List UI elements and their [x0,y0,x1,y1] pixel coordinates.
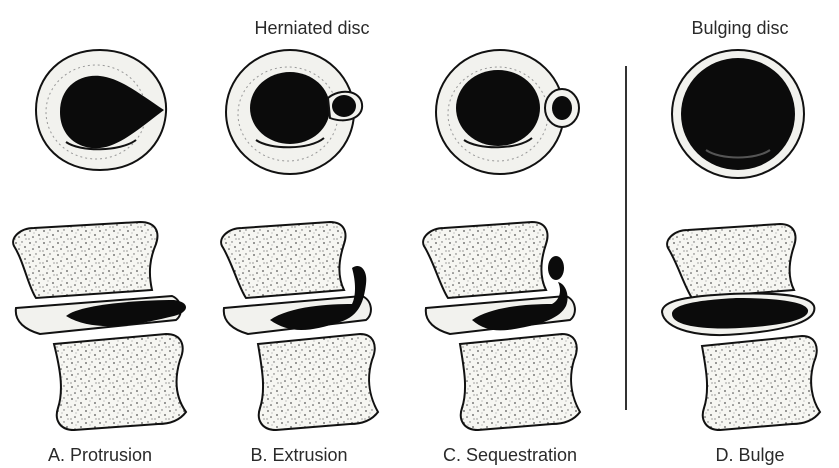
panel-d-sagittal-view [662,224,820,430]
panel-a-sagittal-view [13,222,186,430]
panel-b-lower-vertebra [258,334,378,430]
panel-b-extruded-fragment [332,95,356,117]
panel-b-nucleus [250,72,330,144]
panel-c-nucleus [456,70,540,146]
panel-a-axial-view [36,50,166,170]
panel-c-lower-vertebra [460,334,580,430]
panel-c-free-fragment [548,256,564,280]
label-bulge: D. Bulge [715,445,784,465]
panel-b-axial-view [226,50,362,174]
panel-d-nucleus [681,58,795,170]
panel-c-sagittal-view [423,222,580,430]
panel-d-upper-vertebra [667,224,795,298]
label-protrusion: A. Protrusion [48,445,152,465]
panel-c-sequestered-fragment [552,96,572,120]
panel-c-upper-vertebra [423,222,547,298]
panel-c-axial-view [436,50,579,174]
panel-a-upper-vertebra [13,222,157,298]
bulging-disc-header: Bulging disc [691,18,788,38]
panel-b-upper-vertebra [221,222,345,298]
panel-d-lower-vertebra [702,336,820,430]
panel-a-lower-vertebra [54,334,186,430]
panel-b-sagittal-view [221,222,378,430]
panel-d-axial-view [672,50,804,178]
label-sequestration: C. Sequestration [443,445,577,465]
herniated-disc-header: Herniated disc [254,18,369,38]
label-extrusion: B. Extrusion [250,445,347,465]
